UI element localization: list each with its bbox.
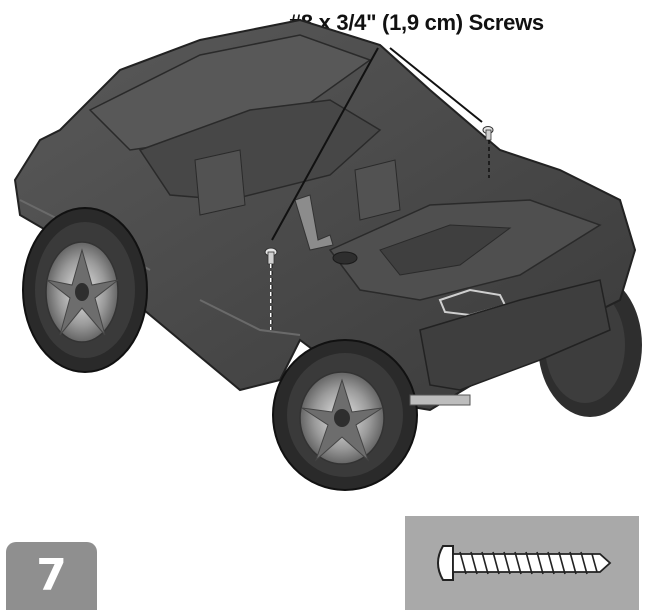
screw-reference-box [405,516,639,610]
rear-axle [409,394,471,406]
screw-left [264,247,278,330]
screw-icon [437,545,612,581]
screw-right [482,126,494,178]
front-left-wheel [22,207,148,373]
callout-leader-lines [271,47,483,241]
step-number: 7 [36,550,67,601]
rear-left-wheel [272,339,418,491]
step-badge: 7 [6,542,97,610]
